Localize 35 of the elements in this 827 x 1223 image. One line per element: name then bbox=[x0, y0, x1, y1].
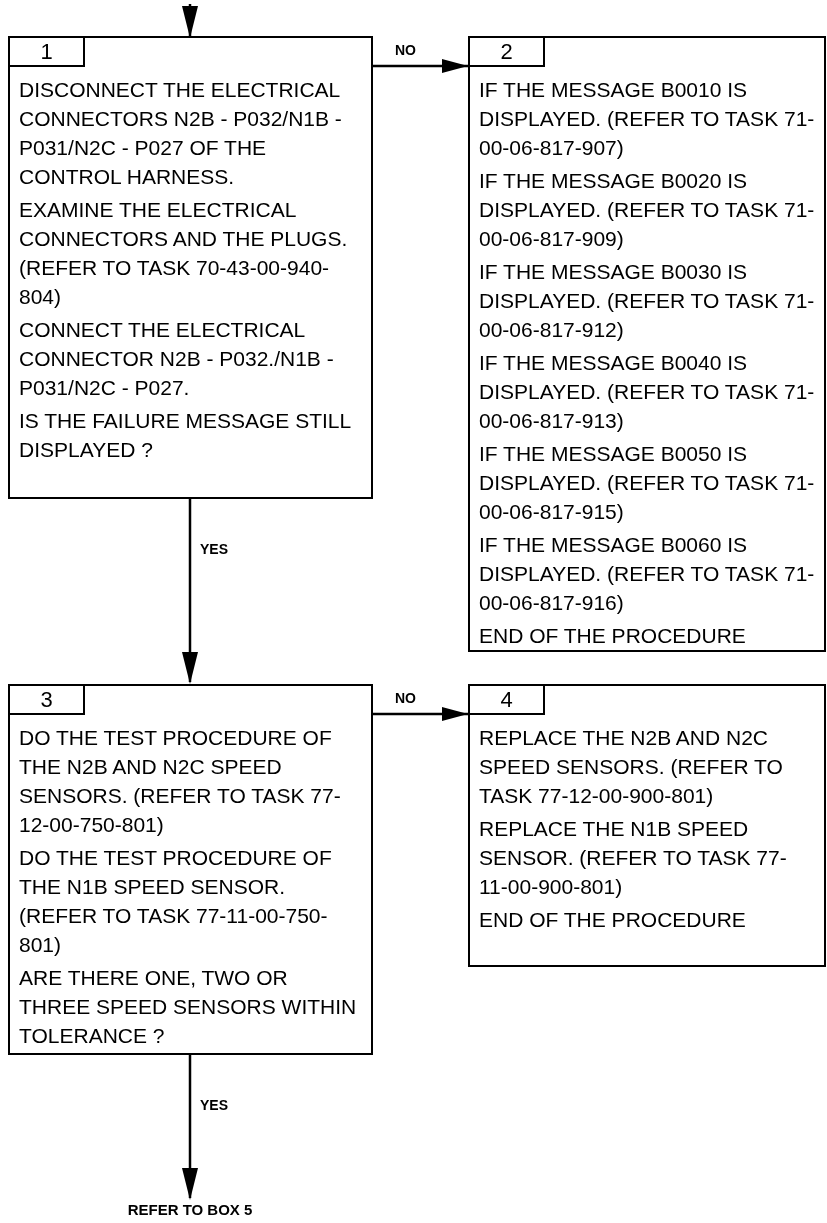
step-instruction: DO THE TEST PROCEDURE OF THE N1B SPEED SENSOR. (REFER TO TASK 77-11-00-750-801) bbox=[19, 845, 333, 958]
step-instruction: END OF THE PROCEDURE bbox=[479, 907, 747, 933]
step-instruction: CONNECT THE ELECTRICAL CONNECTOR N2B - P032./N1B - P031/N2C - P027. bbox=[19, 317, 335, 401]
edge-label: NO bbox=[395, 42, 416, 58]
step-instruction: IF THE MESSAGE B0050 IS DISPLAYED. (REFER TO TASK 71-00-06-817-915) bbox=[479, 441, 815, 525]
step-instruction: IF THE MESSAGE B0030 IS DISPLAYED. (REFER TO TASK 71-00-06-817-912) bbox=[479, 259, 815, 343]
step-number: 2 bbox=[470, 38, 545, 67]
step-instruction: IF THE MESSAGE B0040 IS DISPLAYED. (REFER TO TASK 71-00-06-817-913) bbox=[479, 350, 815, 434]
arrow bbox=[182, 499, 198, 684]
step-instruction: IS THE FAILURE MESSAGE STILL DISPLAYED ? bbox=[19, 408, 352, 463]
step-box bbox=[8, 36, 373, 499]
step-instruction: IF THE MESSAGE B0060 IS DISPLAYED. (REFER TO TASK 71-00-06-817-916) bbox=[479, 532, 815, 616]
step-instruction: ARE THERE ONE, TWO OR THREE SPEED SENSORS WITHIN TOLERANCE ? bbox=[19, 965, 358, 1049]
edge-label: NO bbox=[395, 690, 416, 706]
step-box bbox=[468, 684, 826, 967]
step-instruction: EXAMINE THE ELECTRICAL CONNECTORS AND THE PLUGS. (REFER TO TASK 70-43-00-940-804) bbox=[19, 197, 349, 310]
step-box bbox=[468, 36, 826, 652]
step-instruction: IF THE MESSAGE B0010 IS DISPLAYED. (REFER TO TASK 71-00-06-817-907) bbox=[479, 77, 815, 161]
step-instruction: DO THE TEST PROCEDURE OF THE N2B AND N2C SPEED SENSORS. (REFER TO TASK 77-12-00-750-801) bbox=[19, 725, 342, 838]
edge-label: YES bbox=[200, 541, 228, 557]
arrow bbox=[373, 707, 468, 721]
step-box bbox=[8, 684, 373, 1055]
edge-label: YES bbox=[200, 1097, 228, 1113]
step-instruction: DISCONNECT THE ELECTRICAL CONNECTORS N2B - P032/N1B - P031/N2C - P027 OF THE CONTROL HARNESS. bbox=[19, 77, 343, 190]
step-instruction: REPLACE THE N2B AND N2C SPEED SENSORS. (REFER TO TASK 77-12-00-900-801) bbox=[479, 725, 784, 809]
step-instruction: REPLACE THE N1B SPEED SENSOR. (REFER TO TASK 77-11-00-900-801) bbox=[479, 816, 788, 900]
step-instruction: IF THE MESSAGE B0020 IS DISPLAYED. (REFER TO TASK 71-00-06-817-909) bbox=[479, 168, 815, 252]
step-number: 1 bbox=[10, 38, 85, 67]
arrow bbox=[373, 59, 468, 73]
step-number: 3 bbox=[10, 686, 85, 715]
reference-text: REFER TO BOX 5 bbox=[120, 1200, 260, 1220]
step-number: 4 bbox=[470, 686, 545, 715]
step-instruction: END OF THE PROCEDURE bbox=[479, 623, 747, 649]
arrow bbox=[182, 1055, 198, 1200]
arrow bbox=[182, 4, 198, 38]
